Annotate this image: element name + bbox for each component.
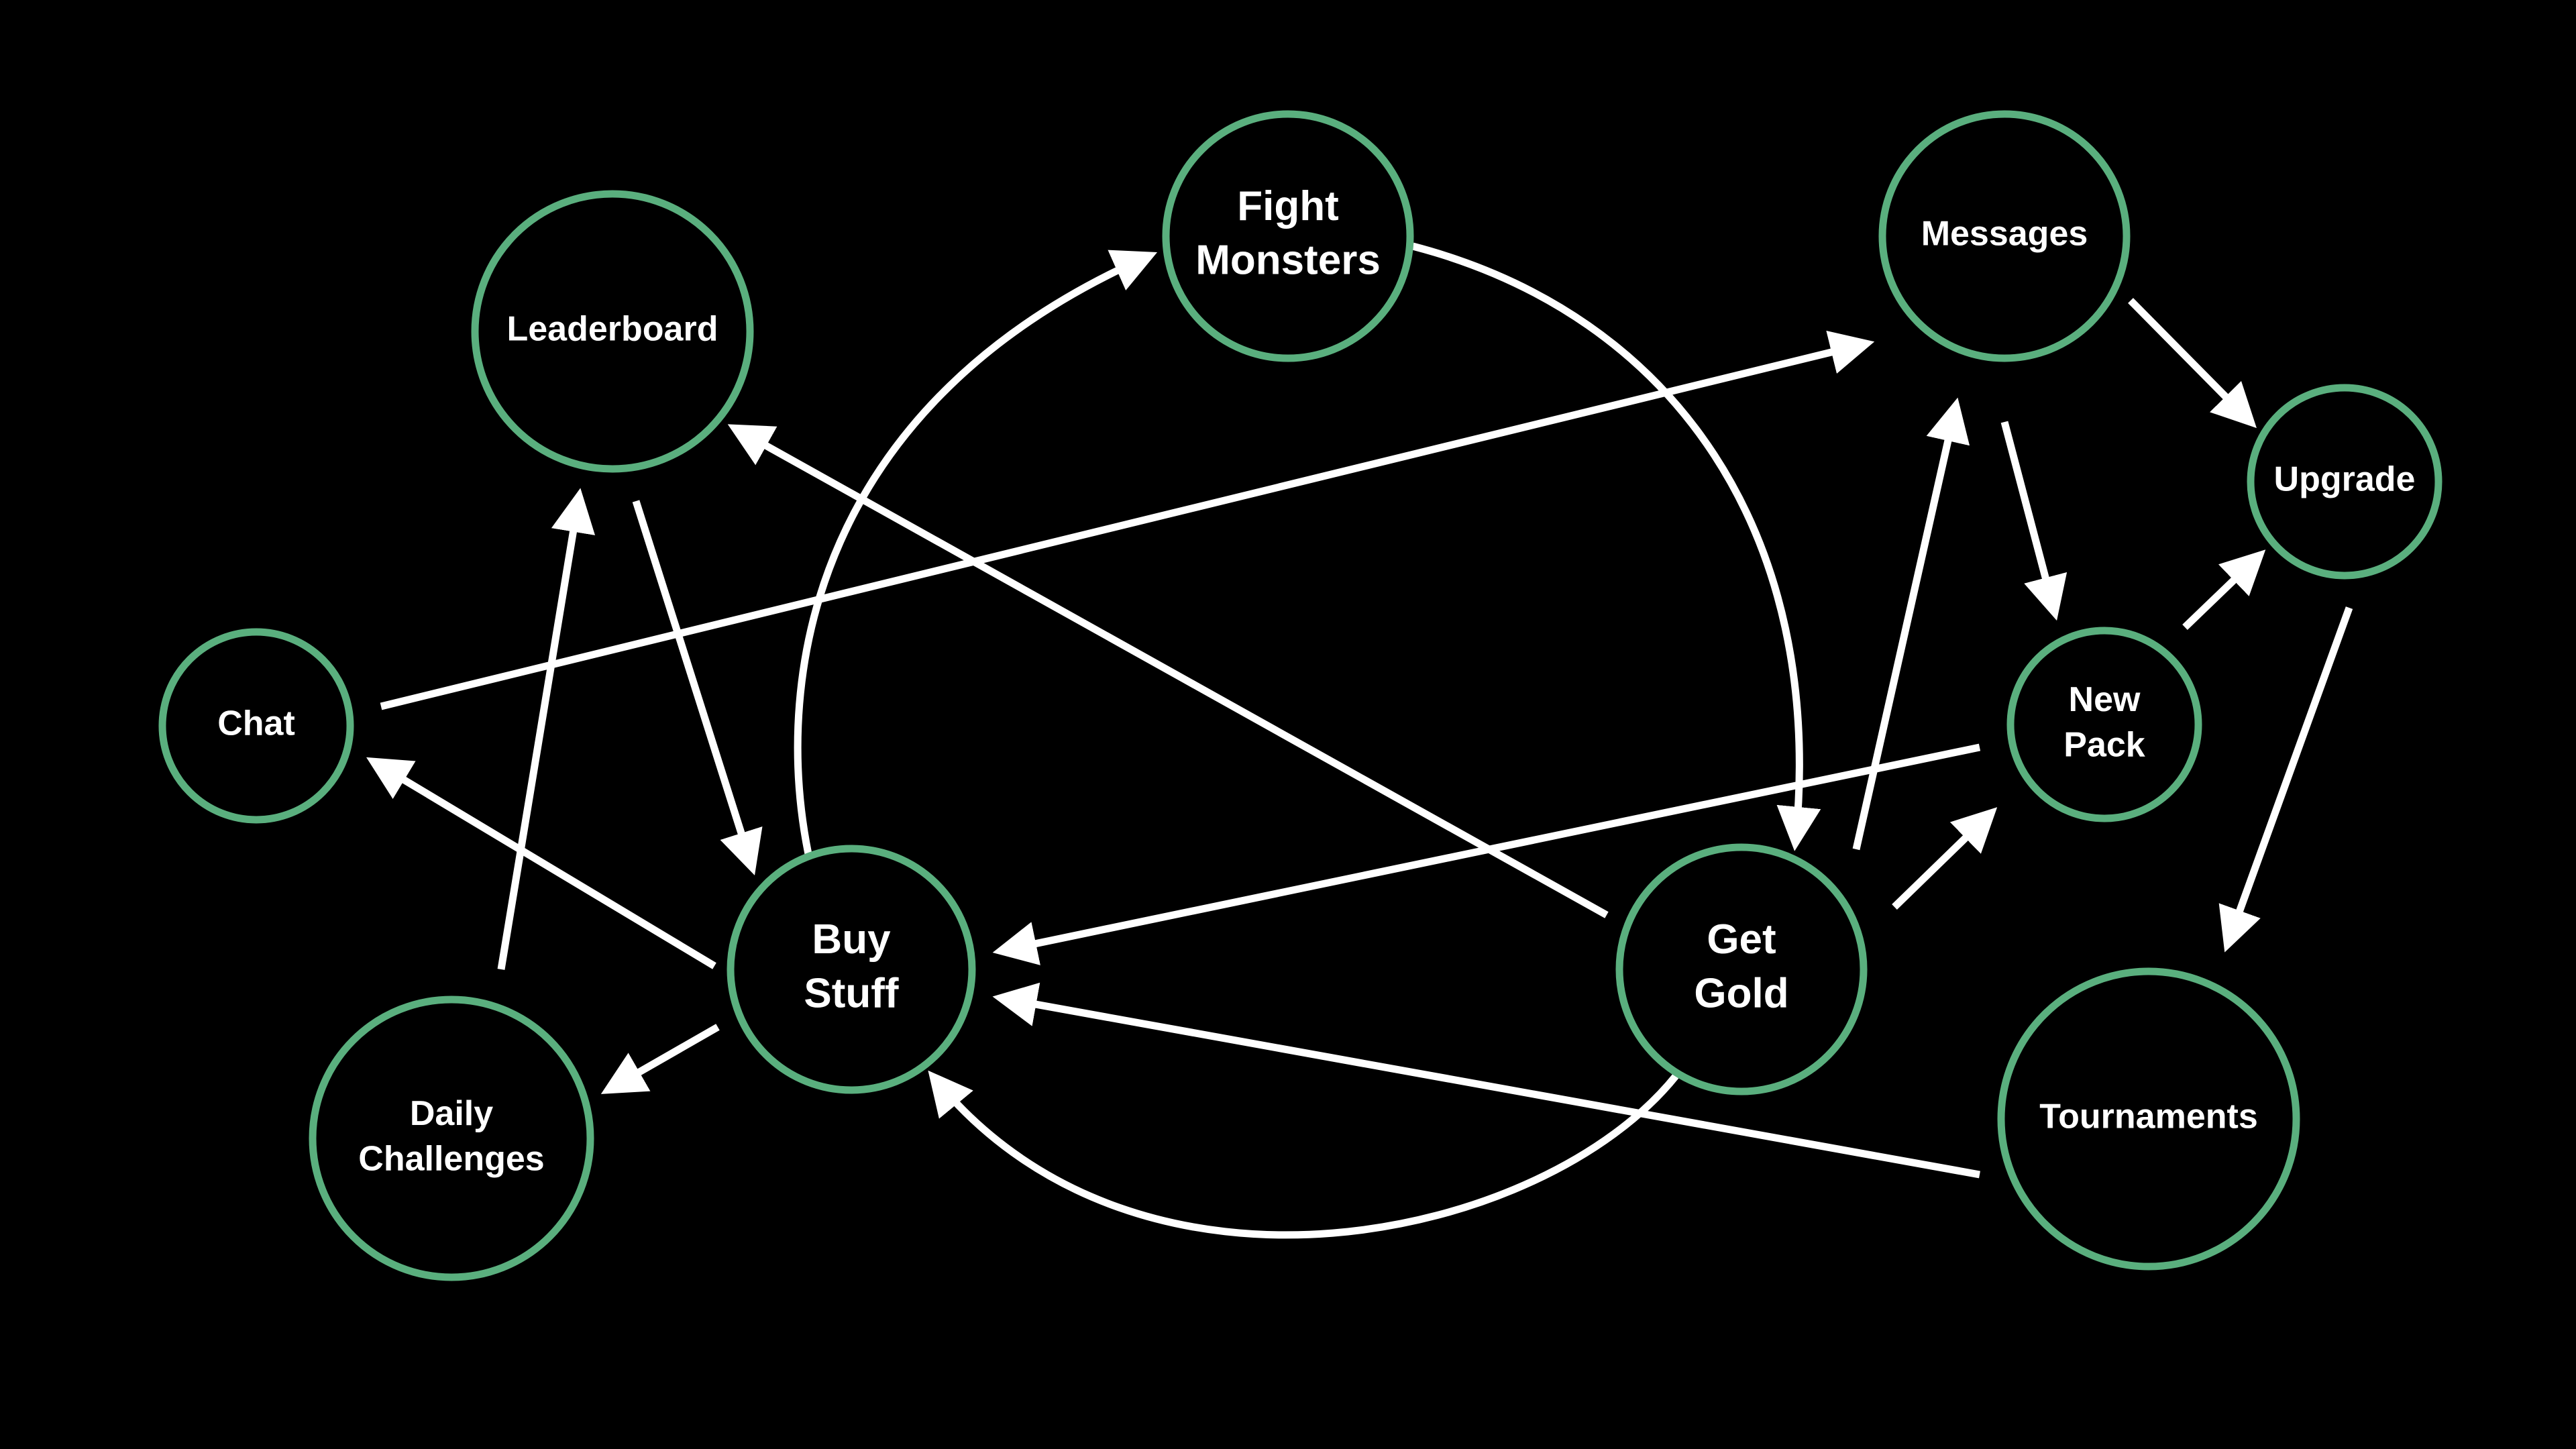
edge-fight-monsters-to-get-gold: [1411, 242, 1821, 851]
edge-daily-challenges-to-leaderboard: [497, 488, 596, 970]
node-label: Gold: [1694, 971, 1788, 1017]
edge-new-pack-to-buy-stuff: [992, 743, 1981, 965]
node-label: Buy: [812, 916, 891, 963]
node-circle: [1615, 843, 1868, 1095]
node-circle: [727, 845, 976, 1094]
edge-get-gold-to-messages: [1852, 397, 1970, 851]
node-label: Tournaments: [2039, 1097, 2258, 1136]
edge-get-gold-to-new-pack: [1892, 807, 1998, 910]
node-circle: [1997, 967, 2300, 1271]
node-label: Upgrade: [2274, 460, 2416, 499]
edge-upgrade-to-tournaments: [2218, 606, 2353, 953]
node-circle: [471, 190, 754, 473]
node-label: New: [2069, 680, 2141, 719]
node-circle: [1162, 110, 1414, 362]
node-label: Monsters: [1195, 237, 1381, 284]
edge-new-pack-to-upgrade: [2182, 549, 2266, 630]
edge-messages-to-upgrade: [2128, 298, 2257, 429]
node-circle: [2006, 627, 2202, 822]
node-label: Daily: [410, 1094, 493, 1133]
edge-tournaments-to-buy-stuff: [992, 982, 1980, 1179]
node-circle: [1878, 110, 2131, 362]
node-label: Pack: [2063, 726, 2145, 765]
edge-get-gold-to-buy-stuff: [928, 1070, 1679, 1239]
node-label: Chat: [217, 704, 295, 743]
node-label: Challenges: [358, 1140, 544, 1179]
node-label: Fight: [1237, 183, 1339, 229]
node-circle: [309, 996, 594, 1281]
edge-chat-to-messages: [380, 330, 1875, 710]
node-tournaments: Tournaments: [1997, 967, 2300, 1271]
edge-buy-stuff-to-fight-monsters: [794, 250, 1158, 855]
edge-leaderboard-to-buy-stuff: [632, 500, 763, 875]
edge-buy-stuff-to-daily-challenges: [600, 1024, 720, 1094]
node-circle: [2247, 384, 2443, 580]
edge-messages-to-new-pack: [2000, 421, 2068, 621]
node-upgrade: Upgrade: [2247, 384, 2443, 580]
edge-buy-stuff-to-chat: [366, 757, 716, 969]
node-label: Leaderboard: [507, 310, 718, 349]
edge-get-gold-to-leaderboard: [727, 424, 1609, 918]
node-label: Stuff: [804, 971, 899, 1017]
node-circle: [158, 628, 354, 824]
node-leaderboard: Leaderboard: [471, 190, 754, 473]
node-messages: Messages: [1878, 110, 2131, 362]
node-label: Messages: [1921, 215, 2088, 254]
node-label: Get: [1707, 916, 1776, 963]
node-chat: Chat: [158, 628, 354, 824]
